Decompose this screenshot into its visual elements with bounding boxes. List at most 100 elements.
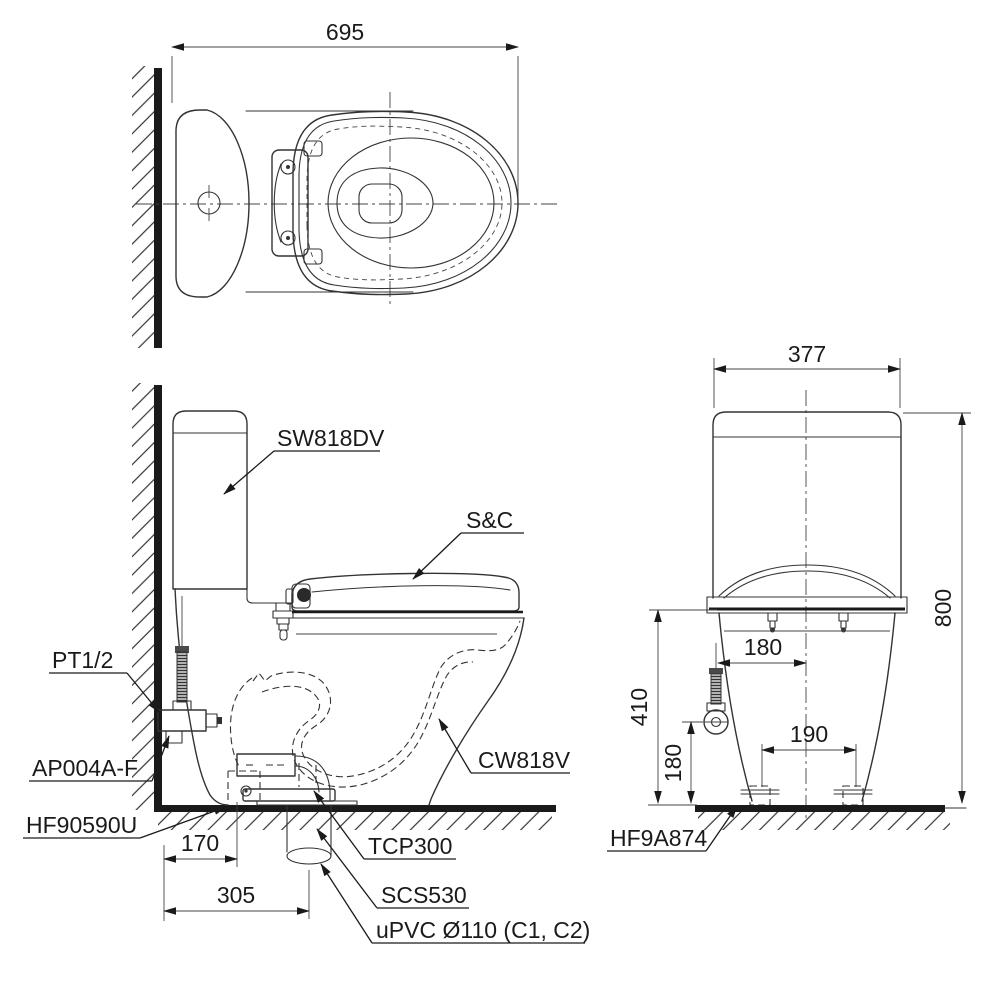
fixing-foot-hidden [227,770,261,801]
dim-valve-height: 410 [626,609,717,804]
valve-outlet-tip [217,717,222,724]
leader-line [412,532,462,580]
tank-outline [712,411,902,599]
outlet-assembly [227,753,358,865]
label-fixing-kit: HF9A874 [607,805,738,852]
supply-valve-side [157,596,222,744]
hinge-plate-contour [273,163,282,243]
leader-line [139,806,227,839]
hinge-post [303,248,323,265]
bowl-dome-arc-inner [723,570,891,599]
foot-bolt-hidden [842,785,864,806]
foot-bolt-hidden [749,785,771,806]
flush-button [197,185,221,221]
hinge-post [303,140,323,157]
seat-bolt-shaft [769,620,776,629]
seat-outline [291,572,520,612]
side-view: 170 305 SW818DV S&C PT1/2 AP004A-F [23,383,590,944]
dim-tank-width-value: 377 [788,341,826,367]
label-floor-fixing-text: HF90590U [26,812,137,838]
hinge-screw [280,159,296,175]
leader-line [223,450,275,495]
label-bowl: CW818V [438,718,571,774]
dim-valve-offset: 180 [717,634,807,667]
fill-connector-nut [272,610,294,619]
connector-socket [236,753,296,777]
fixing-bolt [240,785,252,797]
dim-valve-floor-height: 180 [660,721,703,804]
label-flange: TCP300 [313,790,456,860]
hinge-screw [280,230,296,246]
lid-outer [292,110,519,296]
label-drain-pipe: uPVC Ø110 (C1, C2) [320,863,590,944]
leader-line [126,672,160,713]
drain-pipe-mouth [286,847,332,865]
lid-inner [298,116,512,290]
dim-valve-height-value: 410 [626,688,652,726]
label-seat: S&C [412,507,524,580]
foot-bolts [740,785,873,806]
seat-seam [311,585,511,593]
seat-lid-top [292,110,519,296]
dim-wall-to-outlet-value: 305 [217,882,255,908]
leader-line [320,863,373,944]
wall-section [154,385,162,812]
leader-line [705,805,738,852]
cistern-side [172,410,248,590]
wall-hatch [132,383,156,810]
label-angle-valve-text: AP004A-F [32,755,138,781]
dim-valve-offset-value: 180 [744,634,782,660]
floor-hatch [698,812,950,830]
leader-line [151,735,170,782]
front-view: 377 [607,341,971,852]
hinge-cap [285,588,294,605]
leader-line [438,718,472,774]
cistern-front [712,411,902,599]
trapway-hidden [229,620,521,788]
bowl-right-profile [861,612,896,802]
floor-section [154,805,556,812]
flange-base [256,800,358,806]
fill-connector-tip [279,629,288,641]
seat-ring [327,137,495,269]
bowl-side [291,610,525,806]
bowl-opening [336,167,434,239]
dim-overall-depth: 695 [171,19,519,200]
bowl-deck [246,588,293,604]
label-cistern: SW818DV [223,425,385,495]
leader-line [316,828,378,909]
seat-bolt [767,612,778,622]
fixing-bolt-dot [244,789,248,793]
label-fixing-kit-text: HF9A874 [610,825,707,851]
dim-overall-height-value: 800 [930,589,956,627]
wall-hatch [132,66,156,348]
dim-bolt-spacing-value: 190 [790,721,828,747]
label-bowl-text: CW818V [478,747,571,773]
hinge-plate [271,149,309,257]
top-view: 695 [132,19,558,348]
seat-bolt-tip [841,627,846,633]
fill-connector-barb [276,617,290,625]
valve-body [157,709,207,732]
hinge-screw-dot [286,236,290,240]
bowl-dome-arc [718,564,896,597]
dim-overall-depth-value: 695 [326,19,364,45]
dim-wall-to-fixing-value: 170 [181,830,219,856]
label-connector-text: SCS530 [381,882,467,908]
label-angle-valve: AP004A-F [29,735,170,782]
dim-overall-height: 800 [903,412,971,804]
dim-bolt-spacing: 190 [761,721,857,787]
leader-line [313,790,365,860]
valve-outlet [205,713,218,728]
label-cistern-text: SW818DV [277,425,385,451]
water-spot [358,183,403,224]
floor-flange [242,788,336,802]
wall-section [154,68,162,348]
seat-bolt-tip [770,627,775,633]
seat-bolt-shaft [840,620,847,629]
seat-hinge-bracket [271,140,323,265]
seat-hidden-edge [306,125,503,281]
trapway-inner [261,661,474,788]
threaded-rod [176,651,188,703]
supply-valve-front [703,643,729,735]
